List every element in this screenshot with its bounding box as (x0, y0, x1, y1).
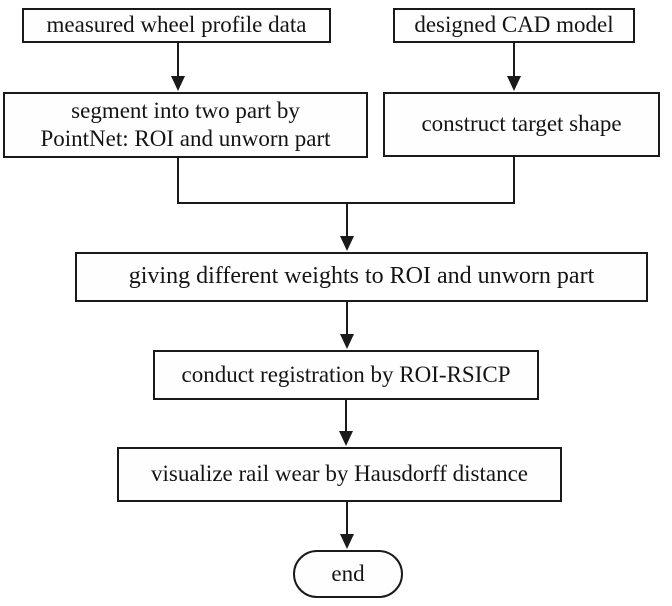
node-measured-data: measured wheel profile data (22, 8, 331, 43)
node-end: end (293, 550, 403, 598)
arrowhead-icon (339, 431, 353, 446)
edge-visualize-to-end (340, 502, 354, 549)
node-label: conduct registration by ROI-RSICP (181, 361, 511, 387)
node-label: measured wheel profile data (46, 12, 307, 38)
edge-merge-to-weights (177, 157, 515, 251)
edge-weights-to-registration (340, 302, 354, 349)
node-weights: giving different weights to ROI and unwo… (75, 252, 648, 302)
node-label-line: PointNet: ROI and unworn part (40, 126, 331, 151)
arrowhead-icon (340, 236, 354, 251)
edge-cad-to-construct (507, 43, 521, 91)
node-label-line: segment into two part by (71, 97, 300, 123)
arrowhead-icon (171, 76, 185, 91)
node-label: end (331, 560, 365, 586)
node-label: construct target shape (421, 111, 622, 137)
edge-measured-to-segment (171, 43, 185, 91)
node-cad-model: designed CAD model (393, 8, 635, 43)
node-label: designed CAD model (414, 12, 614, 38)
node-registration: conduct registration by ROI-RSICP (153, 350, 539, 400)
node-construct-target: construct target shape (383, 92, 660, 157)
node-visualize: visualize rail wear by Hausdorff distanc… (117, 447, 562, 502)
node-label: giving different weights to ROI and unwo… (128, 263, 595, 290)
node-segment: segment into two part by PointNet: ROI a… (3, 92, 368, 158)
node-label: visualize rail wear by Hausdorff distanc… (150, 461, 529, 487)
edge-registration-to-visualize (339, 400, 353, 446)
arrowhead-icon (340, 334, 354, 349)
arrowhead-icon (340, 534, 354, 549)
arrowhead-icon (507, 76, 521, 91)
